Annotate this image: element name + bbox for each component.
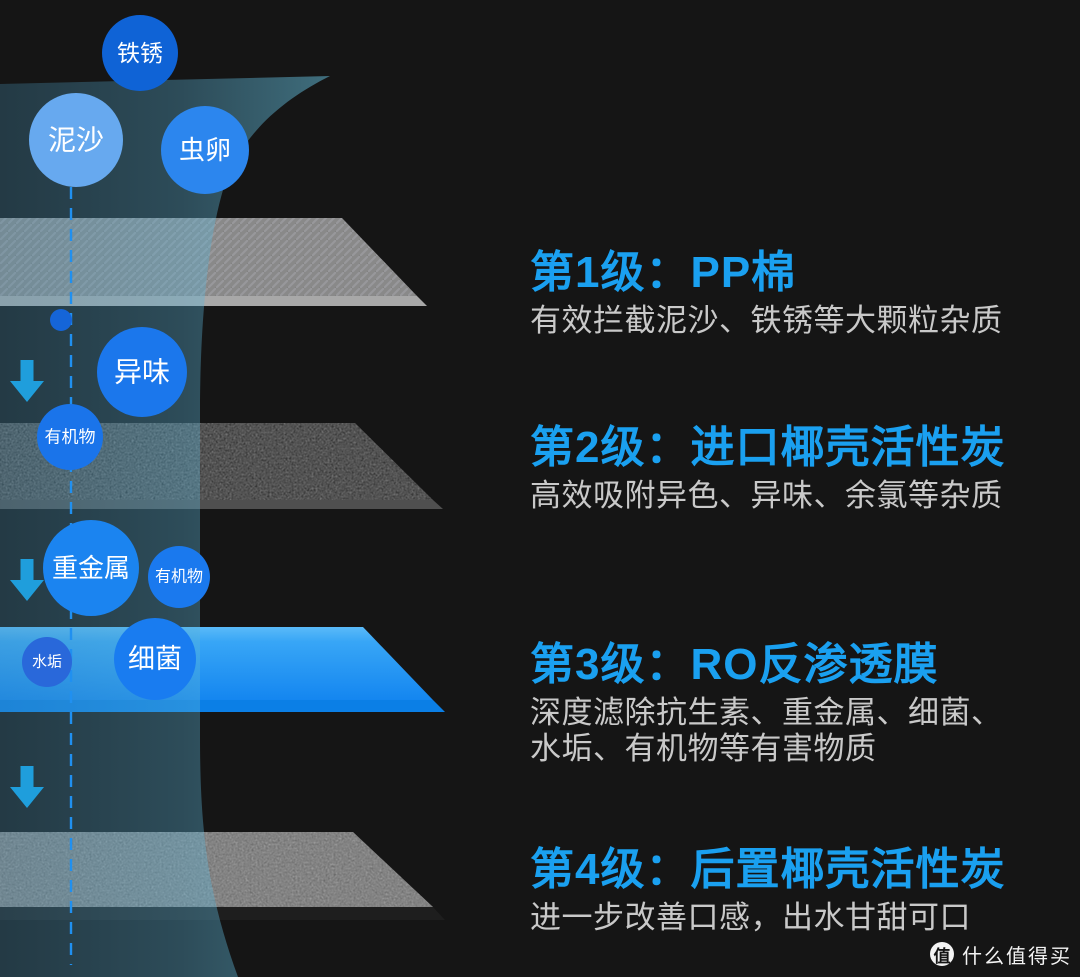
- stage-2-block: 第2级：进口椰壳活性炭 高效吸附异色、异味、余氯等杂质: [530, 424, 1005, 514]
- smzdm-logo-icon: 值: [930, 942, 954, 966]
- stage-3-block: 第3级：RO反渗透膜 深度滤除抗生素、重金属、细菌、 水垢、有机物等有害物质: [530, 641, 1003, 767]
- bubble-organics-1: 有机物: [37, 404, 103, 470]
- svg-text:铁锈: 铁锈: [117, 40, 163, 66]
- down-arrow-icon: [10, 360, 44, 402]
- down-arrow-icon: [10, 766, 44, 808]
- svg-text:泥沙: 泥沙: [48, 125, 104, 156]
- bubble-rust: 铁锈: [102, 15, 178, 91]
- bubble-heavy-metals: 重金属: [43, 520, 139, 616]
- watermark-text: 什么值得买: [962, 945, 1072, 968]
- bubble-sediment: 泥沙: [29, 93, 123, 187]
- stage-2-desc: 高效吸附异色、异味、余氯等杂质: [530, 478, 1003, 513]
- smzdm-watermark: 值 什么值得买: [930, 938, 1072, 970]
- bubble-scale: 水垢: [22, 637, 72, 687]
- particle-dot: [50, 309, 72, 331]
- stage-4-title: 第4级：后置椰壳活性炭: [530, 845, 1006, 894]
- filtration-diagram: 铁锈 泥沙 虫卵 异味 有机物 重金属 有机物 水垢: [0, 15, 445, 977]
- svg-text:水垢: 水垢: [32, 654, 62, 671]
- bubble-odor: 异味: [97, 327, 187, 417]
- bubble-bacteria: 细菌: [114, 618, 196, 700]
- stage-1-title: 第1级：PP棉: [530, 248, 797, 297]
- svg-text:异味: 异味: [114, 357, 170, 388]
- stage-4-block: 第4级：后置椰壳活性炭 进一步改善口感，出水甘甜可口: [530, 846, 1005, 936]
- stage-2-title: 第2级：进口椰壳活性炭: [530, 423, 1006, 472]
- svg-text:重金属: 重金属: [52, 553, 130, 583]
- down-arrow-icon: [10, 559, 44, 601]
- svg-text:有机物: 有机物: [45, 428, 96, 447]
- svg-text:虫卵: 虫卵: [179, 135, 231, 165]
- stage-3-desc: 深度滤除抗生素、重金属、细菌、 水垢、有机物等有害物质: [530, 695, 1003, 766]
- svg-text:细菌: 细菌: [128, 644, 182, 674]
- stage-4-desc: 进一步改善口感，出水甘甜可口: [530, 900, 971, 935]
- stage-3-title: 第3级：RO反渗透膜: [530, 640, 939, 689]
- stage-1-block: 第1级：PP棉 有效拦截泥沙、铁锈等大颗粒杂质: [530, 249, 1003, 339]
- smzdm-logo-glyph: 值: [933, 946, 951, 966]
- svg-text:有机物: 有机物: [155, 568, 203, 586]
- water-stream: [0, 76, 330, 977]
- bubble-insect-eggs: 虫卵: [161, 106, 249, 194]
- bubble-organics-2: 有机物: [148, 546, 210, 608]
- stage-1-desc: 有效拦截泥沙、铁锈等大颗粒杂质: [530, 303, 1003, 338]
